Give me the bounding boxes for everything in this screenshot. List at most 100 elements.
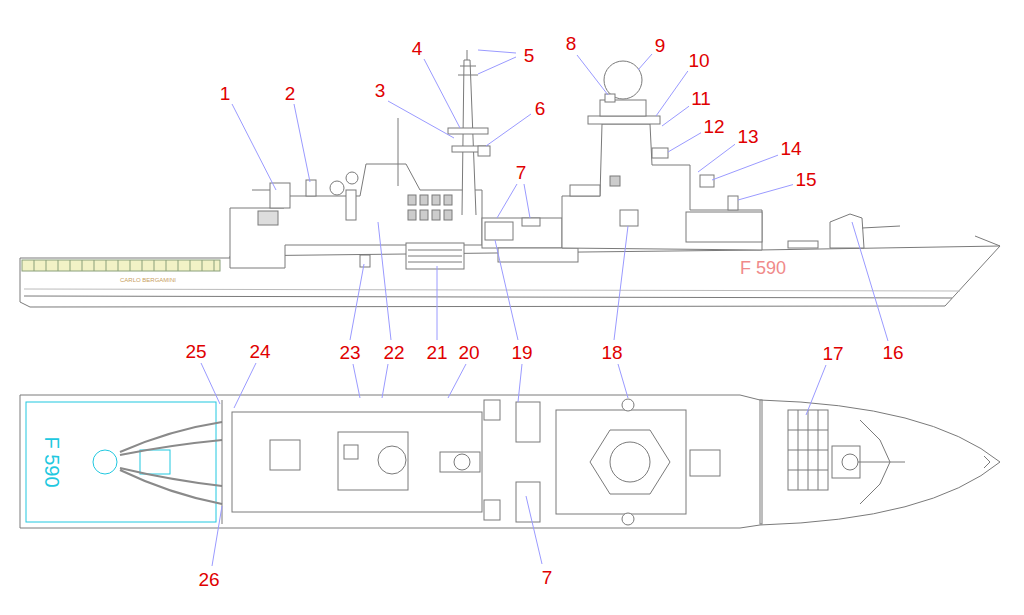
- hangar-door: [222, 400, 223, 524]
- window: [408, 195, 416, 205]
- sensor: [728, 196, 738, 210]
- window: [432, 210, 440, 220]
- radome-small: [330, 181, 344, 195]
- leader-line: [350, 264, 364, 340]
- leader-line: [524, 184, 530, 218]
- gun-barrel: [858, 462, 905, 463]
- helideck-outline: [26, 402, 216, 522]
- radar-platform: [588, 116, 660, 124]
- window: [432, 195, 440, 205]
- leader-line: [806, 365, 826, 415]
- midship-block: [482, 218, 562, 248]
- gun-mount: [270, 183, 290, 208]
- leader-line: [712, 154, 781, 180]
- hull-line: [24, 289, 960, 291]
- helideck-marking: F 590: [41, 434, 63, 489]
- leader-line: [662, 104, 692, 126]
- leader-line: [478, 57, 516, 74]
- leader-line: [526, 496, 542, 564]
- hull-number: F 590: [738, 258, 788, 278]
- deck-outline: [20, 395, 1000, 528]
- callout-number: 12: [701, 116, 726, 137]
- leader-lines: [201, 50, 888, 566]
- callout-number: 5: [522, 45, 537, 66]
- radome: [610, 442, 650, 482]
- missile-launcher: [485, 222, 513, 240]
- callout-number: 7: [540, 567, 555, 588]
- leader-line: [478, 50, 516, 53]
- windows: [408, 195, 452, 220]
- boot-top-line: [24, 296, 952, 298]
- exhaust: [346, 190, 356, 220]
- leader-line: [495, 240, 518, 340]
- callout-number: 14: [778, 138, 803, 159]
- callout-number: 9: [653, 35, 668, 56]
- forward-superstructure: [562, 124, 762, 250]
- vent: [258, 211, 278, 225]
- rail-divider: [34, 260, 214, 271]
- leader-line: [486, 114, 531, 146]
- window: [408, 210, 416, 220]
- bridge: [686, 212, 762, 242]
- radome-base: [344, 445, 358, 459]
- leader-line: [518, 364, 522, 402]
- callout-number: 15: [793, 169, 818, 190]
- mast: [454, 454, 470, 470]
- antenna: [398, 118, 399, 186]
- leader-line: [388, 101, 454, 138]
- callout-number: 10: [686, 50, 711, 71]
- callout-number: 19: [509, 342, 534, 363]
- launcher: [522, 218, 540, 226]
- mast-yard: [458, 50, 478, 75]
- bow-gun: [830, 214, 864, 248]
- callout-number: 24: [247, 341, 272, 362]
- ship-plan: [20, 395, 1000, 528]
- callout-number: 7: [514, 162, 529, 183]
- main-mast: [462, 60, 476, 215]
- door: [360, 255, 370, 267]
- leader-line: [577, 55, 608, 95]
- deck-mark: [140, 450, 170, 474]
- callout-number: 17: [820, 343, 845, 364]
- leader-line: [448, 364, 466, 398]
- callout-number: 11: [689, 88, 713, 109]
- launcher: [516, 402, 540, 442]
- vls: [788, 410, 828, 490]
- leader-line: [201, 363, 220, 404]
- boat-bay-line: [408, 250, 462, 262]
- callout-number: 16: [880, 342, 905, 363]
- gun-turret: [842, 454, 858, 470]
- stern-rail: [22, 260, 220, 271]
- leader-line: [638, 54, 652, 70]
- leader-line: [618, 364, 628, 398]
- leader-line: [668, 131, 704, 152]
- leader-line: [698, 142, 738, 172]
- breakwater: [760, 400, 762, 524]
- leader-line: [382, 364, 388, 398]
- bow-gun: [832, 446, 860, 478]
- launcher: [484, 500, 500, 520]
- roof-block: [338, 432, 408, 490]
- leader-line: [497, 184, 517, 218]
- ship-profile: [20, 50, 1000, 307]
- window: [420, 195, 428, 205]
- sensor: [478, 146, 490, 156]
- callout-number: 1: [218, 83, 233, 104]
- leader-line: [614, 226, 628, 340]
- callout-number: 23: [337, 342, 362, 363]
- leader-line: [852, 222, 888, 341]
- mast-base: [440, 452, 480, 472]
- rope: [120, 422, 222, 504]
- leader-line: [437, 266, 438, 340]
- fire-control: [306, 180, 316, 196]
- exhaust: [378, 446, 406, 474]
- radome: [604, 61, 642, 99]
- callout-number: 26: [196, 569, 221, 590]
- hangar: [230, 164, 482, 268]
- leader-line: [378, 222, 391, 340]
- callout-number: 25: [183, 341, 208, 362]
- sensor: [700, 175, 714, 187]
- leader-line: [212, 506, 222, 566]
